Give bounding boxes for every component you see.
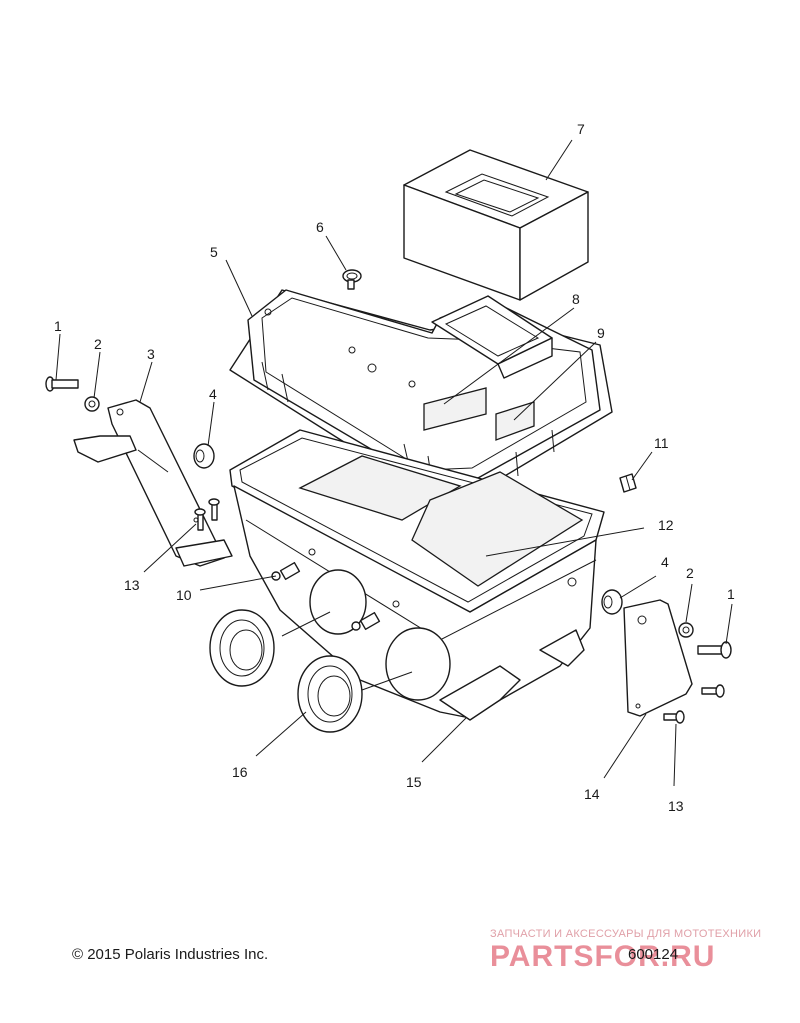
leader-lines <box>55 139 733 787</box>
callout-11: 11 <box>654 435 669 451</box>
callout-7: 7 <box>577 121 585 137</box>
right-bolt-part <box>678 622 732 659</box>
callout-16: 16 <box>232 764 248 780</box>
callout-10: 10 <box>176 587 192 603</box>
watermark-subtitle: ЗАПЧАСТИ И АКСЕССУАРЫ ДЛЯ МОТОТЕХНИКИ <box>490 928 762 940</box>
callout-8: 8 <box>572 291 580 307</box>
callout-3: 3 <box>147 346 155 362</box>
callout-6: 6 <box>316 219 324 235</box>
callout-13-left: 13 <box>124 577 140 593</box>
fitting-part <box>271 561 381 631</box>
callout-15: 15 <box>406 774 422 790</box>
callout-1-left: 1 <box>54 318 62 334</box>
callout-13-right: 13 <box>668 798 684 814</box>
figure-number: 600124 <box>628 946 679 963</box>
callout-2-left: 2 <box>94 336 102 352</box>
callout-4-left: 4 <box>209 386 217 402</box>
grommet-part <box>209 609 363 733</box>
callout-5: 5 <box>210 244 218 260</box>
clip-part <box>619 473 637 493</box>
callout-12: 12 <box>658 517 674 533</box>
clamp-part <box>342 269 362 290</box>
callout-2-right: 2 <box>686 565 694 581</box>
foam-filter-part <box>403 149 589 301</box>
callout-1-right: 1 <box>727 586 735 602</box>
left-bracket-part <box>73 399 233 567</box>
screw-part <box>194 498 725 724</box>
airbox-base-part <box>229 429 605 721</box>
airbox-cover-part <box>229 289 613 493</box>
left-bolt-part <box>45 376 100 412</box>
right-bracket-part <box>623 599 693 717</box>
callout-9: 9 <box>597 325 605 341</box>
callout-14: 14 <box>584 786 600 802</box>
watermark-logo[interactable]: PARTSFOR.RU <box>490 940 716 973</box>
copyright-text: © 2015 Polaris Industries Inc. <box>72 946 269 963</box>
bushing-part <box>193 443 623 615</box>
callout-4-right: 4 <box>661 554 669 570</box>
